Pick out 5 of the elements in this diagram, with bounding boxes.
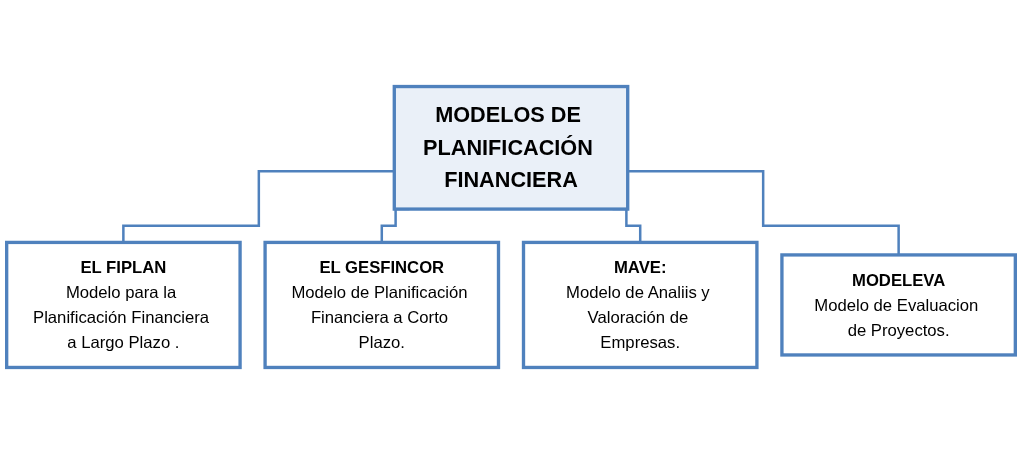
node-box: EL FIPLAN Modelo para la Planificación Financiera a Largo Plazo . — [5, 240, 242, 370]
node-box: MODELOS DE PLANIFICACIÓN FINANCIERA — [392, 84, 630, 211]
node-box: MAVE: Modelo de Analiis y Valoración de Empresas. — [521, 240, 759, 370]
node-box: MODELEVA Modelo de Evaluacion de Proyectos. — [780, 253, 1017, 357]
node-box: EL GESFINCOR Modelo de Planificación Financiera a Corto Plazo. — [263, 240, 501, 370]
